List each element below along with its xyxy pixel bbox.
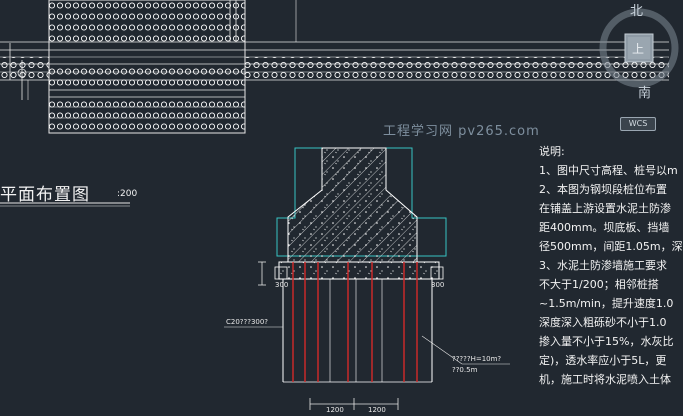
pile-spec-label: C20???300? bbox=[226, 318, 269, 326]
viewcube-south-label[interactable]: 南 bbox=[638, 86, 652, 101]
note-line: 不大于1/200；相邻桩搭 bbox=[539, 278, 659, 291]
note-line: ~1.5m/min，提升速度1.0 bbox=[539, 297, 674, 310]
note-line: 深度深入粗砾砂不小于1.0 bbox=[539, 316, 667, 329]
note-line: 掺入量不小于15%，水灰比 bbox=[539, 335, 674, 348]
title-underline bbox=[0, 202, 130, 207]
note-line: 距400mm。坝底板、挡墙 bbox=[539, 221, 670, 234]
wcs-menu-button[interactable]: WCS bbox=[620, 117, 656, 131]
drawing-title: 平面布置图 bbox=[0, 185, 90, 205]
plan-view bbox=[0, 0, 669, 134]
note-line: 2、本图为钢坝段桩位布置 bbox=[539, 183, 667, 196]
depth-label-2: ??0.5m bbox=[452, 366, 478, 374]
side-dim-left: 300 bbox=[275, 281, 289, 289]
depth-label-1: ?????H=10m? bbox=[452, 355, 502, 363]
side-dim-right: 300 bbox=[431, 281, 445, 289]
bottom-dim-1: 1200 bbox=[326, 406, 344, 414]
note-line: 说明: bbox=[539, 145, 565, 158]
notes-block: 说明: 1、图中尺寸高程、桩号以m 2、本图为钢坝段桩位布置 在铺盖上游设置水泥… bbox=[539, 142, 683, 389]
note-line: 径500mm，间距1.05m，深 bbox=[539, 240, 683, 253]
note-line: 在铺盖上游设置水泥土防渗 bbox=[539, 202, 671, 215]
section-view bbox=[224, 147, 510, 410]
bottom-dim-2: 1200 bbox=[368, 406, 386, 414]
note-line: 3、水泥土防渗墙施工要求 bbox=[539, 259, 667, 272]
note-line: 1、图中尺寸高程、桩号以m bbox=[539, 164, 678, 177]
viewcube-top-face[interactable]: 上 bbox=[632, 42, 645, 56]
note-line: 机，施工时将水泥喷入土体 bbox=[539, 373, 671, 386]
drawing-canvas[interactable] bbox=[0, 0, 669, 416]
viewcube-compass-icon bbox=[599, 8, 679, 88]
note-line: 定)，透水率应小于5L，更 bbox=[539, 354, 667, 367]
viewcube-north-label[interactable]: 北 bbox=[630, 4, 644, 19]
watermark: 工程学习网 pv265.com bbox=[383, 124, 540, 139]
viewcube[interactable]: 北 上 南 bbox=[597, 0, 679, 140]
drawing-scale: :200 bbox=[117, 189, 138, 199]
